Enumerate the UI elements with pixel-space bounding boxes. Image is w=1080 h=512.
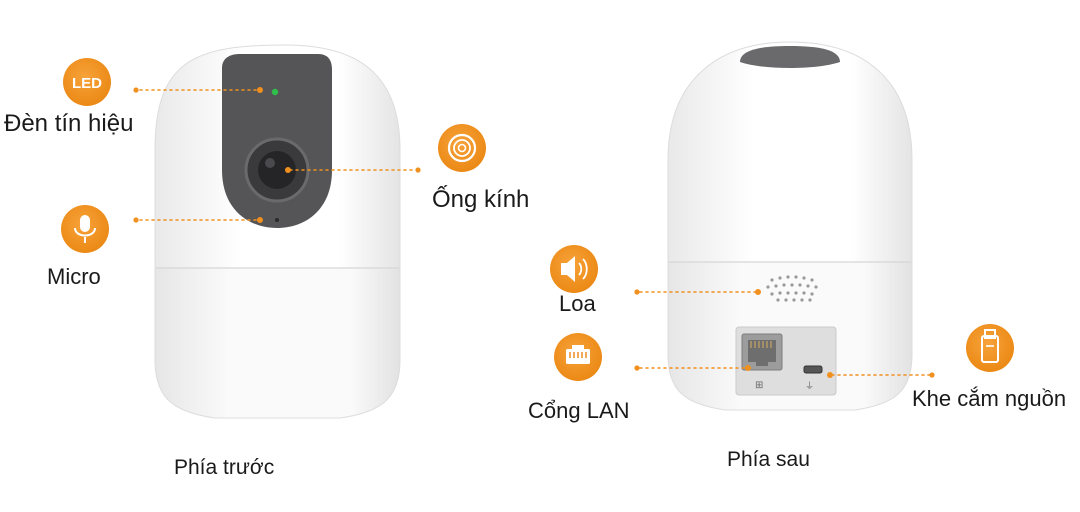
microphone-icon <box>61 205 109 253</box>
leader-dots <box>133 87 935 378</box>
led-icon: LED <box>63 58 111 106</box>
caption-back: Phía sau <box>727 448 810 471</box>
back-camera: ⊞ ⏚ <box>667 41 913 411</box>
speaker-icon <box>550 245 598 293</box>
svg-text:⊞: ⊞ <box>755 380 763 391</box>
label-lan: Cổng LAN <box>528 398 630 423</box>
label-lens: Ống kính <box>432 186 530 213</box>
usb-plug-icon <box>966 324 1014 372</box>
lens-icon <box>438 124 486 172</box>
label-mic: Micro <box>47 264 101 289</box>
speaker-grille <box>766 275 818 302</box>
back-camera-top-cap <box>740 46 840 68</box>
svg-text:⏚: ⏚ <box>805 381 814 392</box>
label-speaker: Loa <box>559 291 596 316</box>
front-led-light <box>271 88 279 96</box>
front-mic-hole <box>275 218 279 222</box>
label-power: Khe cắm nguồn <box>912 386 1067 411</box>
caption-front: Phía trước <box>174 456 275 479</box>
svg-text:LED: LED <box>72 75 102 92</box>
front-camera <box>154 44 401 419</box>
leader-lines <box>139 89 931 376</box>
label-led: Đèn tín hiệu <box>4 110 134 137</box>
back-camera-head <box>667 41 913 263</box>
front-camera-base <box>154 267 401 419</box>
ethernet-port-icon <box>554 333 602 381</box>
usb-power-port <box>803 365 823 374</box>
